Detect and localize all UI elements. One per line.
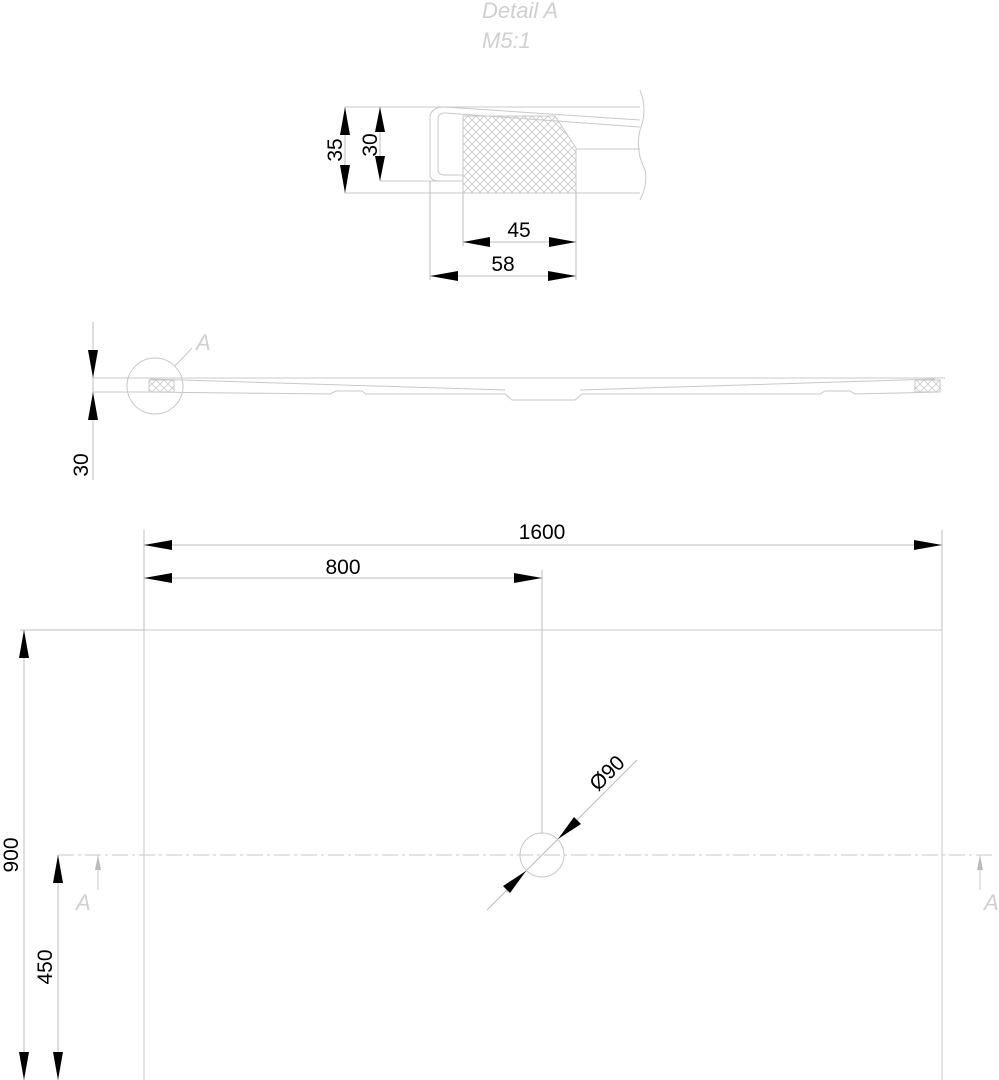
svg-text:450: 450 xyxy=(34,949,57,984)
detail-a: Detail A M5:1 35 30 xyxy=(324,0,647,281)
section-marker-left: A xyxy=(74,855,101,915)
svg-text:58: 58 xyxy=(491,253,514,276)
svg-text:Ø90: Ø90 xyxy=(585,751,629,795)
svg-text:1600: 1600 xyxy=(519,521,566,544)
detail-profile xyxy=(345,89,647,201)
dim-diameter-90: Ø90 xyxy=(486,751,638,911)
tray-outline xyxy=(143,629,943,1080)
svg-text:A: A xyxy=(74,890,91,915)
dim-30-side: 30 xyxy=(70,322,98,480)
svg-text:45: 45 xyxy=(507,219,530,242)
svg-text:800: 800 xyxy=(325,556,360,579)
detail-a-marker-circle xyxy=(126,357,184,415)
dim-45: 45 xyxy=(429,181,577,280)
dim-58: 58 xyxy=(430,253,576,281)
dim-900: 900 xyxy=(0,629,144,1080)
svg-text:35: 35 xyxy=(324,138,347,161)
svg-text:30: 30 xyxy=(359,133,382,156)
dim-30-detail: 30 xyxy=(359,107,385,181)
side-view: A 30 xyxy=(70,322,945,480)
plan-view: 1600 800 Ø90 900 450 A xyxy=(0,521,999,1080)
dim-1600: 1600 xyxy=(143,521,943,630)
dim-800: 800 xyxy=(144,556,543,833)
detail-title: Detail A xyxy=(482,0,558,23)
section-marker-right: A xyxy=(977,855,999,915)
detail-marker-label: A xyxy=(194,330,211,355)
svg-text:30: 30 xyxy=(70,453,93,476)
detail-scale: M5:1 xyxy=(482,28,531,53)
dim-35: 35 xyxy=(324,107,350,193)
dim-450: 450 xyxy=(34,855,63,1080)
svg-text:900: 900 xyxy=(0,837,23,872)
svg-text:A: A xyxy=(982,890,999,915)
